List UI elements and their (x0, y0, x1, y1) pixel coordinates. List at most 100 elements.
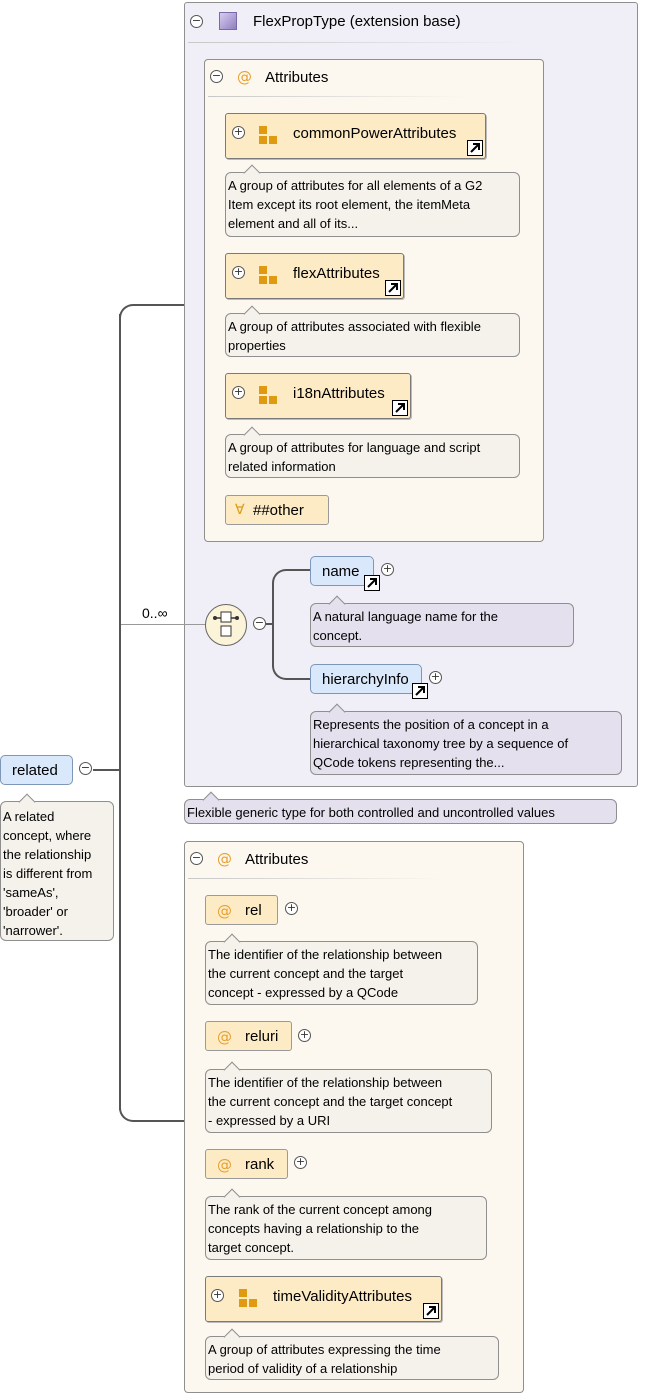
attributes-title-underline (188, 878, 448, 879)
group-doc-line: element and all of its... (228, 216, 359, 231)
collapse-icon[interactable]: − (190, 851, 203, 865)
element-doc-line: concept. (313, 628, 363, 643)
attribute-doc-note: The identifier of the relationship betwe… (205, 1061, 492, 1133)
connector-main-v (119, 314, 121, 1110)
element-doc-line: A natural language name for the (313, 609, 499, 624)
expand-icon[interactable]: + (298, 1028, 311, 1042)
group-label: i18nAttributes (293, 385, 385, 402)
attribute-rel[interactable]: @ rel (205, 895, 278, 925)
attribute-icon: @ (217, 902, 232, 920)
complex-type-icon (219, 12, 237, 30)
group-doc-line: A group of attributes for all elements o… (228, 178, 483, 193)
connector-to-ext (133, 304, 185, 306)
connector-to-name (286, 569, 310, 571)
element-doc-note: Represents the position of a concept in … (310, 703, 622, 775)
expand-icon[interactable]: + (232, 125, 245, 139)
element-name[interactable]: name (310, 556, 380, 591)
attribute-icon: @ (217, 1028, 232, 1046)
element-label: hierarchyInfo (322, 671, 409, 688)
root-doc-line: 'sameAs', (3, 885, 59, 900)
attribute-doc-line: The rank of the current concept among (208, 1202, 433, 1217)
extension-attributes-title: Attributes (265, 69, 329, 86)
group-doc-line: A group of attributes for language and s… (228, 440, 481, 455)
attribute-doc-line: the current concept and the target conce… (208, 1094, 453, 1109)
group-doc-note: A group of attributes associated with fl… (225, 305, 520, 357)
any-attribute-icon: ∀ (235, 502, 245, 518)
attribute-icon: @ (217, 850, 232, 868)
attribute-doc-note: The rank of the current concept among co… (205, 1188, 487, 1260)
any-attribute-other[interactable]: ∀ ##other (225, 495, 329, 525)
attribute-group-icon (259, 386, 279, 406)
sequence-icon[interactable] (205, 604, 247, 646)
collapse-icon[interactable]: − (190, 14, 203, 28)
attribute-doc-line: concepts having a relationship to the (208, 1221, 420, 1236)
collapse-icon[interactable]: − (79, 761, 92, 775)
connector-curve-bottom (119, 1106, 135, 1122)
link-arrow-icon[interactable] (364, 575, 380, 591)
group-doc-note: A group of attributes for language and s… (225, 426, 520, 478)
link-arrow-icon[interactable] (423, 1303, 439, 1319)
group-label: flexAttributes (293, 265, 380, 282)
attribute-reluri[interactable]: @ reluri (205, 1021, 292, 1051)
attribute-doc-line: The identifier of the relationship betwe… (208, 1075, 443, 1090)
element-hierarchy-info[interactable]: hierarchyInfo (310, 664, 428, 699)
element-label: name (322, 563, 360, 580)
attribute-label: rel (245, 902, 262, 919)
attribute-label: reluri (245, 1028, 279, 1045)
attribute-rank[interactable]: @ rank (205, 1149, 288, 1179)
group-flex-attributes[interactable]: + flexAttributes (225, 253, 404, 299)
extension-doc-line: Flexible generic type for both controlle… (187, 805, 555, 820)
expand-icon[interactable]: + (211, 1288, 224, 1302)
group-label: timeValidityAttributes (273, 1288, 412, 1305)
extension-title: FlexPropType (extension base) (253, 13, 461, 30)
link-arrow-icon[interactable] (392, 400, 408, 416)
any-attribute-label: ##other (253, 502, 304, 519)
group-doc-line: A group of attributes expressing the tim… (208, 1342, 441, 1357)
connector-root-h (93, 769, 121, 771)
attribute-icon: @ (217, 1156, 232, 1174)
root-doc-line: is different from (3, 866, 93, 881)
root-doc-line: A related (3, 809, 55, 824)
attribute-doc-line: The identifier of the relationship betwe… (208, 947, 443, 962)
element-doc-line: hierarchical taxonomy tree by a sequence… (313, 736, 569, 751)
root-doc-note: A related concept, where the relationshi… (0, 793, 114, 941)
attribute-doc-line: - expressed by a URI (208, 1113, 331, 1128)
element-doc-line: QCode tokens representing the... (313, 755, 505, 770)
attribute-doc-note: The identifier of the relationship betwe… (205, 933, 478, 1005)
attribute-group-icon (259, 126, 279, 146)
root-doc-line: 'narrower'. (3, 923, 63, 938)
expand-icon[interactable]: + (232, 265, 245, 279)
expand-icon[interactable]: + (381, 562, 394, 576)
group-common-power-attributes[interactable]: + commonPowerAttributes (225, 113, 486, 159)
expand-icon[interactable]: + (429, 670, 442, 684)
root-element-label: related (12, 762, 58, 779)
collapse-icon[interactable]: − (253, 616, 266, 630)
group-doc-line: period of validity of a relationship (208, 1361, 398, 1376)
root-doc-line: the relationship (3, 847, 92, 862)
attribute-label: rank (245, 1156, 275, 1173)
element-doc-note: A natural language name for the concept. (310, 595, 574, 647)
connector-seq-h (266, 623, 274, 625)
expand-icon[interactable]: + (285, 901, 298, 915)
expand-icon[interactable]: + (294, 1155, 307, 1169)
root-element-related[interactable]: related (0, 755, 73, 785)
expand-icon[interactable]: + (232, 385, 245, 399)
link-arrow-icon[interactable] (385, 280, 401, 296)
root-doc-line: concept, where (3, 828, 92, 843)
group-i18n-attributes[interactable]: + i18nAttributes (225, 373, 411, 419)
collapse-icon[interactable]: − (210, 69, 223, 83)
attribute-doc-line: concept - expressed by a QCode (208, 985, 399, 1000)
attribute-icon: @ (237, 68, 252, 86)
root-doc-line: 'broader' or (3, 904, 68, 919)
group-label: commonPowerAttributes (293, 125, 457, 142)
attribute-group-icon (239, 1289, 259, 1309)
group-doc-line: related information (228, 459, 336, 474)
link-arrow-icon[interactable] (467, 140, 483, 156)
attributes-title-underline (208, 96, 468, 97)
element-doc-line: Represents the position of a concept in … (313, 717, 549, 732)
attribute-doc-line: the current concept and the target (208, 966, 404, 981)
link-arrow-icon[interactable] (412, 683, 428, 699)
cardinality-label: 0..∞ (142, 605, 168, 621)
group-time-validity-attributes[interactable]: + timeValidityAttributes (205, 1276, 442, 1322)
connector-seq-v (272, 583, 274, 667)
